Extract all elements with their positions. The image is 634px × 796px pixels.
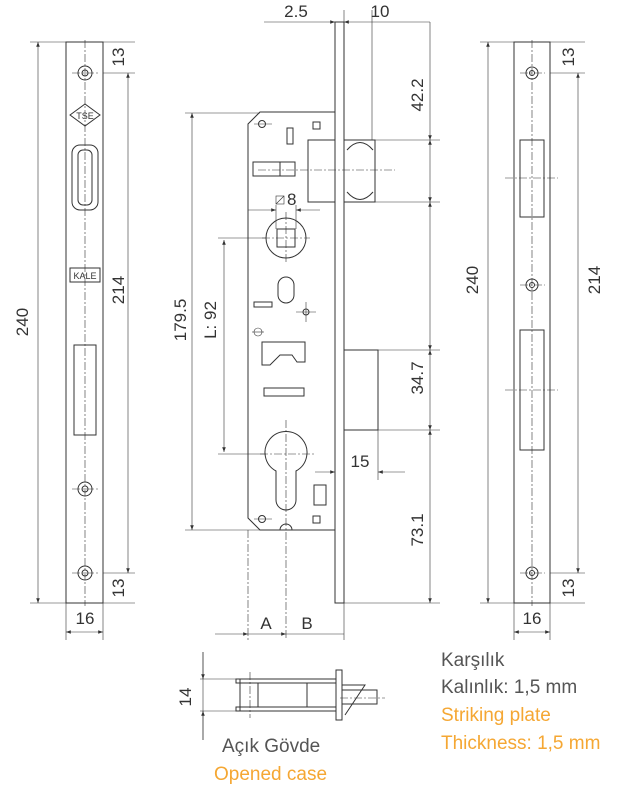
striking-plate-view: 240 214 13 13 16 [463, 40, 604, 640]
deadbolt [343, 349, 379, 431]
svg-text:L: 92: L: 92 [201, 301, 220, 339]
opened-case-label-tr: Açık Gövde [222, 736, 321, 757]
svg-text:B: B [301, 614, 312, 633]
thickness-label-en: Thickness: 1,5 mm [441, 733, 601, 754]
svg-text:214: 214 [109, 276, 128, 304]
lock-case-side-view: 2.5 10 8 179.5 [171, 2, 440, 640]
svg-text:13: 13 [559, 48, 578, 67]
svg-text:14: 14 [176, 688, 195, 707]
svg-text:240: 240 [463, 266, 482, 294]
striking-plate-label-en: Striking plate [441, 705, 551, 726]
svg-text:73.1: 73.1 [408, 513, 427, 546]
svg-text:13: 13 [109, 579, 128, 598]
svg-text:13: 13 [109, 48, 128, 67]
svg-text:16: 16 [76, 609, 95, 628]
screw-hole-icon [254, 120, 272, 128]
svg-text:2.5: 2.5 [284, 2, 308, 21]
cylinder-hole [264, 431, 308, 511]
opened-case-label-en: Opened case [214, 764, 328, 785]
screw-hole-icon [520, 66, 545, 80]
svg-text:179.5: 179.5 [171, 299, 190, 342]
svg-text:15: 15 [351, 452, 370, 471]
svg-text:240: 240 [13, 308, 32, 336]
latch-housing [307, 139, 336, 203]
latch-bolt [344, 139, 376, 203]
svg-text:16: 16 [523, 609, 542, 628]
svg-text:8: 8 [287, 190, 296, 209]
thickness-label-tr: Kalınlık: 1,5 mm [441, 677, 578, 698]
opened-case-view: 14 [176, 652, 385, 740]
screw-hole-icon [520, 566, 545, 580]
svg-text:A: A [260, 614, 272, 633]
screw-hole-icon [520, 278, 545, 292]
svg-text:42.2: 42.2 [408, 78, 427, 111]
striking-plate-label-tr: Karşılık [441, 650, 505, 671]
svg-text:214: 214 [585, 266, 604, 294]
screw-hole-icon [254, 515, 272, 523]
faceplate-front-view: TSE KALE 240 214 13 13 16 [13, 40, 135, 640]
svg-text:10: 10 [371, 2, 390, 21]
faceplate-edge [334, 21, 345, 604]
svg-text:13: 13 [559, 579, 578, 598]
svg-text:34.7: 34.7 [408, 361, 427, 394]
